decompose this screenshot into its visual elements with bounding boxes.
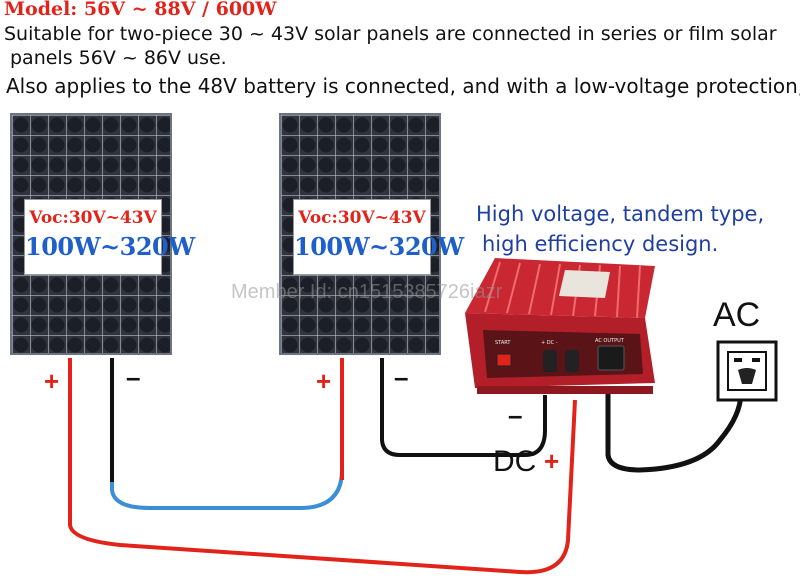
panel-2-positive-sign: +: [316, 366, 332, 396]
dc-negative-sign: –: [508, 400, 523, 430]
watermark: Member Id: cn1515385726iazr: [231, 281, 503, 303]
panel-watt-label: 100W~320W: [294, 232, 464, 261]
black-negative-wire: [380, 358, 547, 457]
ac-cable: [605, 384, 744, 473]
ac-label: AC: [713, 296, 761, 334]
red-positive-wire: [68, 358, 577, 575]
inverter-ac-output-label: AC OUTPUT: [595, 338, 625, 344]
feature-line-2: high efficiency design.: [482, 232, 719, 256]
panel-1-positive-sign: +: [44, 366, 60, 396]
solar-panel-2: Voc:30V~43V 100W~320W: [279, 113, 464, 355]
panel-watt-label: 100W~320W: [25, 232, 195, 261]
solar-panel-1: Voc:30V~43V 100W~320W: [10, 113, 195, 355]
panel-label-box: Voc:30V~43V 100W~320W: [293, 199, 464, 275]
model-title: Model: 56V ~ 88V / 600W: [4, 0, 277, 20]
description-line-1: Suitable for two-piece 30 ~ 43V solar pa…: [4, 23, 777, 45]
panel-1-negative-sign: –: [126, 362, 141, 392]
dc-label: DC: [493, 445, 537, 478]
dc-positive-sign: +: [544, 446, 560, 476]
description-line-3: Also applies to the 48V battery is conne…: [6, 74, 800, 98]
panel-2-negative-sign: –: [394, 362, 409, 392]
blue-series-wire: [110, 358, 344, 510]
panel-voc-label: Voc:30V~43V: [29, 208, 157, 228]
panel-voc-label: Voc:30V~43V: [298, 208, 426, 228]
ac-outlet-icon: [716, 340, 778, 402]
grid-tie-inverter: START + DC - AC OUTPUT: [465, 258, 655, 394]
panel-label-box: Voc:30V~43V 100W~320W: [24, 199, 195, 275]
feature-line-1: High voltage, tandem type,: [476, 202, 765, 226]
inverter-start-label: START: [495, 340, 511, 346]
inverter-dc-label: + DC -: [541, 340, 558, 346]
description-line-2: panels 56V ~ 86V use.: [10, 47, 227, 69]
